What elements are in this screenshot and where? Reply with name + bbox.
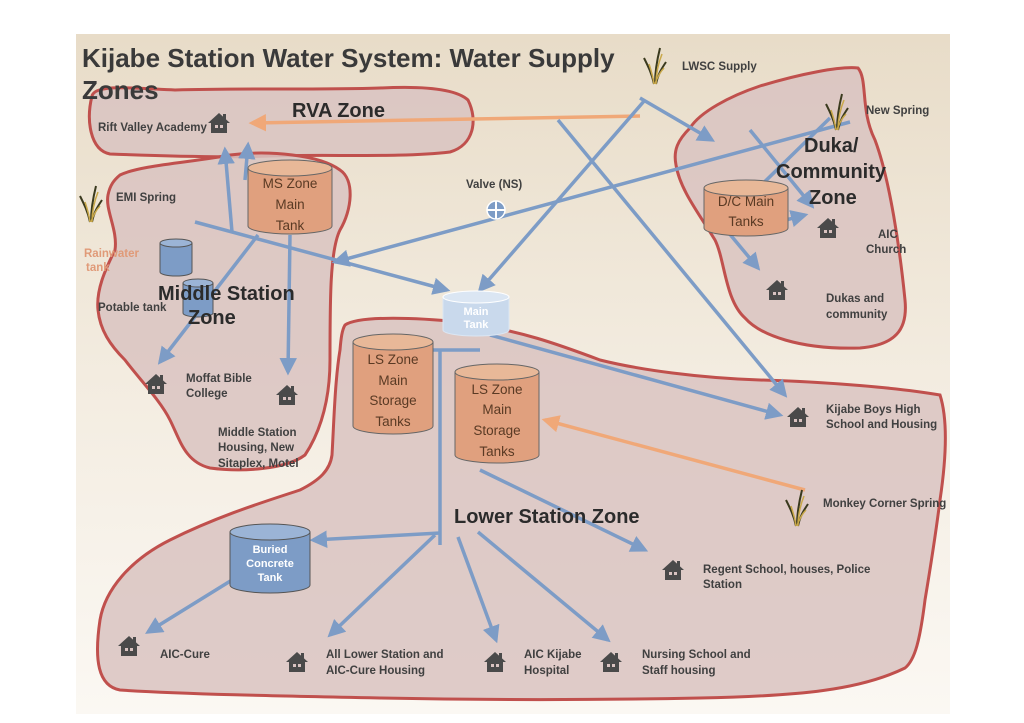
lowerhousing-label-2: AIC-Cure Housing — [326, 665, 425, 677]
main-tank-label-2: Tank — [464, 319, 490, 331]
buried-tank-label-2: Concrete — [246, 558, 294, 570]
nursing-label-1: Nursing School and — [642, 649, 751, 661]
pipe-lwsc-to-kbhs — [556, 118, 788, 398]
rainwater-tank — [159, 238, 193, 277]
regent-label-2: Station — [703, 579, 742, 591]
pipe-ms-tank-to-rva — [238, 141, 256, 181]
mshousing-label-2: Housing, New — [218, 442, 294, 454]
aiccure-label: AIC-Cure — [160, 649, 210, 661]
aic-church-label-2: Church — [866, 244, 906, 256]
moffat-label-1: Moffat Bible — [186, 373, 252, 385]
buried-tank-label-3: Tank — [258, 572, 284, 584]
dc-tank-label-2: Tanks — [728, 214, 764, 229]
diagram-title-line1: Kijabe Station Water System: Water Suppl… — [82, 43, 615, 73]
middle-zone-label-line1: Middle Station — [158, 283, 295, 305]
pipe-to-hospital — [456, 536, 500, 644]
kbhs-label-1: Kijabe Boys High — [826, 404, 921, 416]
dukas-label-1: Dukas and — [826, 293, 884, 305]
ls1-tank-label-3: Storage — [369, 393, 416, 408]
buried-tank-label-1: Buried — [253, 544, 288, 556]
ms-tank-label-1: MS Zone — [263, 176, 318, 191]
ms-tank-label-3: Tank — [276, 218, 305, 233]
main-tank-label-1: Main — [463, 306, 488, 318]
kbhs-label-2: School and Housing — [826, 419, 937, 431]
pipe-main-to-kbhs — [489, 333, 784, 420]
rainwater-label-line2: tank — [86, 262, 110, 274]
pipe-to-regent — [479, 468, 649, 552]
mshousing-label-3: Sitaplex, Motel — [218, 458, 299, 470]
pipe-lwsc-to-duka — [639, 96, 716, 142]
rainwater-label-line1: Rainwater — [84, 248, 139, 260]
duka-zone-label-line3: Zone — [809, 187, 857, 209]
hospital-label-1: AIC Kijabe — [524, 649, 582, 661]
pipe-duka-to-church — [748, 128, 815, 209]
regent-label-1: Regent School, houses, Police — [703, 564, 870, 576]
dc-tank-label-1: D/C Main — [718, 194, 774, 209]
buried-concrete-tank — [229, 523, 311, 594]
main-tank — [442, 290, 510, 337]
middle-zone-label-line2: Zone — [188, 307, 236, 329]
diagram-title-line2: Zones — [82, 75, 159, 105]
pipe-lwsc-to-rva — [248, 113, 641, 132]
dc-main-tanks — [703, 179, 789, 237]
valve-label: Valve (NS) — [466, 179, 522, 191]
lwsc-supply-label: LWSC Supply — [682, 61, 757, 73]
ms-tank-label-2: Main — [275, 197, 304, 212]
rva-destination-label: Rift Valley Academy — [98, 122, 207, 134]
monkey-corner-spring-label: Monkey Corner Spring — [823, 498, 946, 510]
pipe-monkey-to-ls-tank — [541, 415, 806, 492]
ls2-tank-label-1: LS Zone — [471, 382, 522, 397]
lower-zone-label: Lower Station Zone — [454, 506, 640, 528]
mshousing-label-1: Middle Station — [218, 427, 297, 439]
rva-zone-label: RVA Zone — [292, 100, 385, 122]
ls1-tank-label-1: LS Zone — [367, 352, 418, 367]
lower-station-zone-shape — [96, 316, 947, 701]
pipe-rva-to-middle — [217, 146, 235, 233]
pipe-emi-to-main-tank — [194, 220, 451, 295]
potable-tank — [182, 278, 214, 318]
pipe-dc-to-dukas — [726, 230, 761, 271]
potable-tank-label: Potable tank — [98, 302, 167, 314]
ls-zone-tank-2 — [454, 363, 540, 464]
pipe-lwsc-to-main-tank — [477, 98, 647, 293]
ls1-tank-label-4: Tanks — [375, 414, 411, 429]
duka-zone-label-line2: Community — [776, 161, 887, 183]
duka-zone-shape — [673, 66, 907, 350]
lowerhousing-label-1: All Lower Station and — [326, 649, 444, 661]
pipe-to-nursing — [476, 530, 611, 643]
ls2-tank-label-3: Storage — [473, 423, 520, 438]
new-spring-label: New Spring — [866, 105, 929, 117]
pipe-to-buried-tank — [309, 530, 441, 548]
pipe-ms-to-housing — [279, 234, 297, 376]
aic-church-label-1: AIC — [878, 229, 898, 241]
ls2-tank-label-2: Main — [482, 402, 511, 417]
ls-zone-tank-1 — [352, 333, 434, 435]
pipe-buried-to-aiccure — [145, 578, 233, 634]
hospital-label-2: Hospital — [524, 665, 569, 677]
nursing-label-2: Staff housing — [642, 665, 715, 677]
duka-zone-label-line1: Duka/ — [804, 135, 859, 157]
ls1-tank-label-2: Main — [378, 373, 407, 388]
valve-icon — [486, 200, 506, 220]
ls2-tank-label-4: Tanks — [479, 444, 515, 459]
dukas-label-2: community — [826, 309, 888, 321]
moffat-label-2: College — [186, 388, 228, 400]
emi-spring-label: EMI Spring — [116, 192, 176, 204]
ms-zone-main-tank — [247, 159, 333, 235]
pipe-to-lower-housing — [327, 533, 437, 638]
